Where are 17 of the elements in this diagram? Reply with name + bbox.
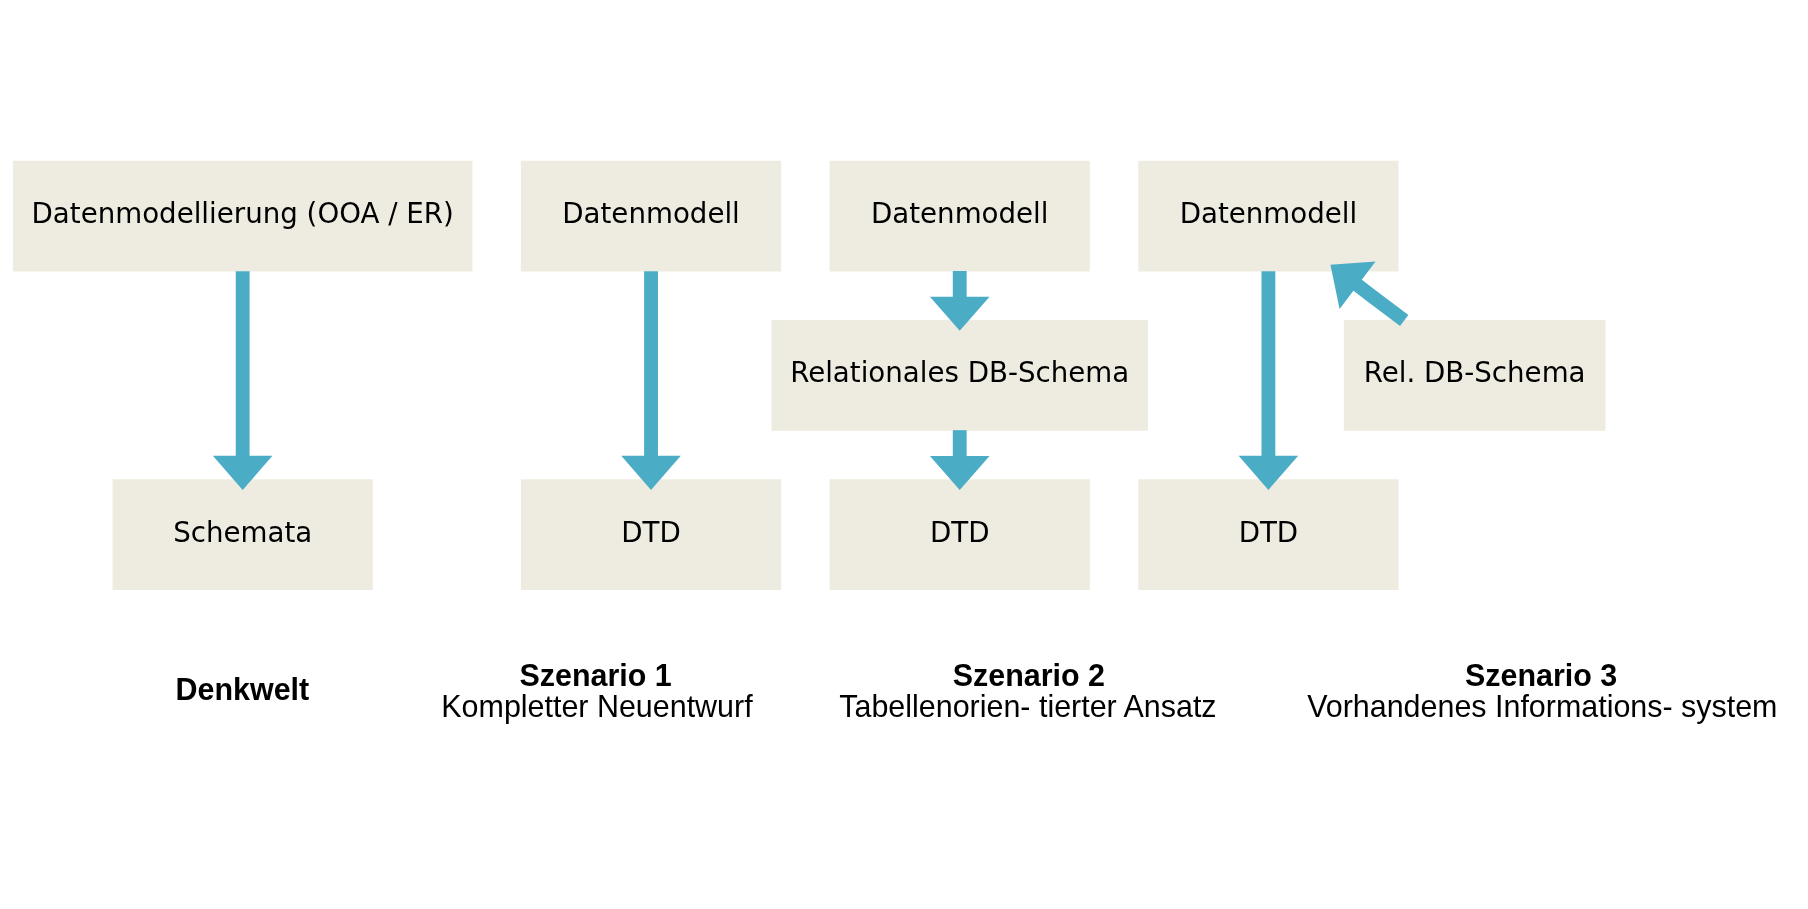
- node-box: Rel. DB-Schema: [1343, 319, 1606, 431]
- node-box: Relationales DB-Schema: [771, 319, 1148, 431]
- arrow: [929, 270, 990, 331]
- node-box: DTD: [520, 478, 782, 590]
- node-box: Datenmodell: [520, 160, 782, 272]
- node-box: Datenmodellierung (OOA / ER): [12, 160, 473, 272]
- arrow: [929, 429, 990, 490]
- node-box: DTD: [829, 478, 1090, 590]
- arrow: [621, 270, 681, 490]
- node-box: Datenmodell: [829, 160, 1090, 272]
- node-box: Datenmodell: [1138, 160, 1399, 272]
- arrow: [212, 270, 273, 490]
- node-box: DTD: [1138, 478, 1399, 590]
- arrow: [1330, 261, 1409, 326]
- arrow: [1238, 270, 1299, 490]
- label: Denkwelt: [175, 671, 310, 706]
- node-box: Schemata: [112, 478, 373, 590]
